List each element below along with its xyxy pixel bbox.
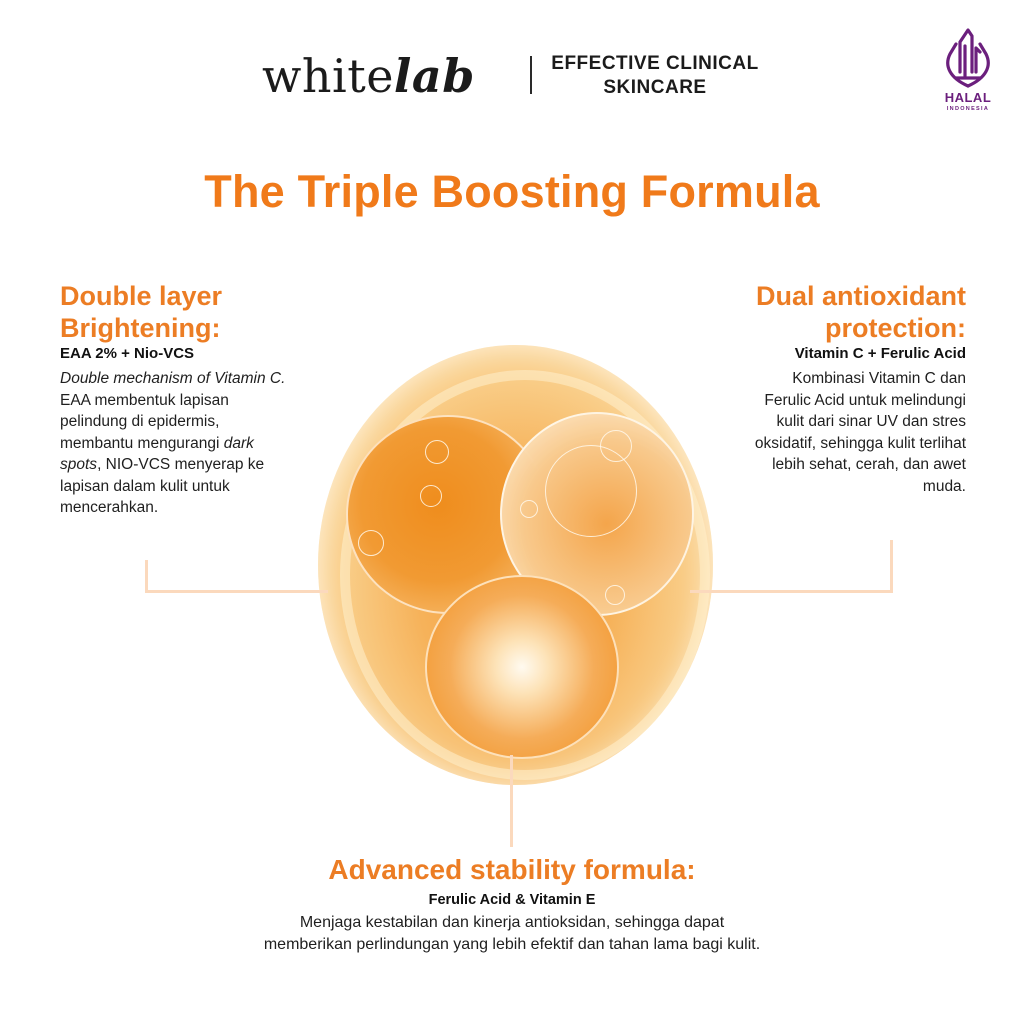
halal-sublabel: INDONESIA [946, 106, 990, 112]
text-phrase: EAA membentuk lapisan pelindung di epide… [60, 391, 229, 452]
orb-rim [340, 370, 710, 780]
feature-ingredients: Ferulic Acid & Vitamin E [428, 892, 596, 908]
feature-heading-line-2: protection: [825, 313, 966, 343]
micro-bubble [605, 585, 625, 605]
bubble-bottom [425, 575, 619, 759]
micro-bubble [600, 430, 632, 462]
micro-bubble [425, 440, 449, 464]
description-line-1: Menjaga kestabilan dan kinerja antioksid… [299, 914, 725, 931]
feature-double-layer-brightening: Double layer Brightening: EAA 2% + Nio-V… [60, 280, 290, 519]
connector-bottom [510, 755, 513, 847]
tagline-line-2: SKINCARE [603, 77, 707, 98]
halal-logo: HALAL INDONESIA [938, 26, 998, 121]
text-phrase: , NIO-VCS menyerap ke lapisan dalam kuli… [60, 456, 265, 516]
micro-bubble [358, 530, 384, 556]
brand-logo-plain: white [262, 49, 394, 103]
micro-bubble [545, 445, 637, 537]
description-line-2: memberikan perlindungan yang lebih efekt… [263, 936, 761, 953]
feature-description: Double mechanism of Vitamin C. EAA membe… [60, 368, 290, 519]
feature-description: Kombinasi Vitamin C dan Ferulic Acid unt… [754, 370, 966, 495]
halal-indonesia-logo-icon [946, 28, 990, 88]
feature-heading-line-1: Dual antioxidant [755, 281, 966, 311]
header-divider [530, 56, 532, 94]
italic-phrase: Double mechanism of Vitamin C. [60, 370, 286, 387]
halal-label: HALAL [944, 90, 992, 105]
feature-heading-line-1: Double layer [60, 281, 223, 311]
feature-description: Menjaga kestabilan dan kinerja antioksid… [160, 912, 864, 956]
feature-ingredients: EAA 2% + Nio-VCS [60, 345, 195, 362]
italic-phrase: dark spots [60, 434, 254, 474]
feature-heading: Advanced stability formula: [328, 854, 696, 885]
feature-ingredients: Vitamin C + Ferulic Acid [794, 345, 966, 362]
brand-tagline: EFFECTIVE CLINICAL SKINCARE [540, 52, 770, 100]
connector-left [145, 560, 328, 593]
feature-advanced-stability: Advanced stability formula: Ferulic Acid… [160, 852, 864, 956]
feature-heading-line-2: Brightening: [60, 313, 221, 343]
micro-bubble [420, 485, 442, 507]
brand-logo: whitelab [262, 46, 475, 106]
brand-logo-italic: lab [393, 49, 475, 103]
page-title: The Triple Boosting Formula [204, 166, 820, 217]
micro-bubble [520, 500, 538, 518]
tagline-line-1: EFFECTIVE CLINICAL [551, 53, 759, 74]
connector-right [690, 540, 893, 593]
feature-heading: Dual antioxidant protection: [710, 280, 966, 344]
feature-heading: Double layer Brightening: [60, 280, 290, 344]
feature-dual-antioxidant: Dual antioxidant protection: Vitamin C +… [710, 280, 966, 497]
